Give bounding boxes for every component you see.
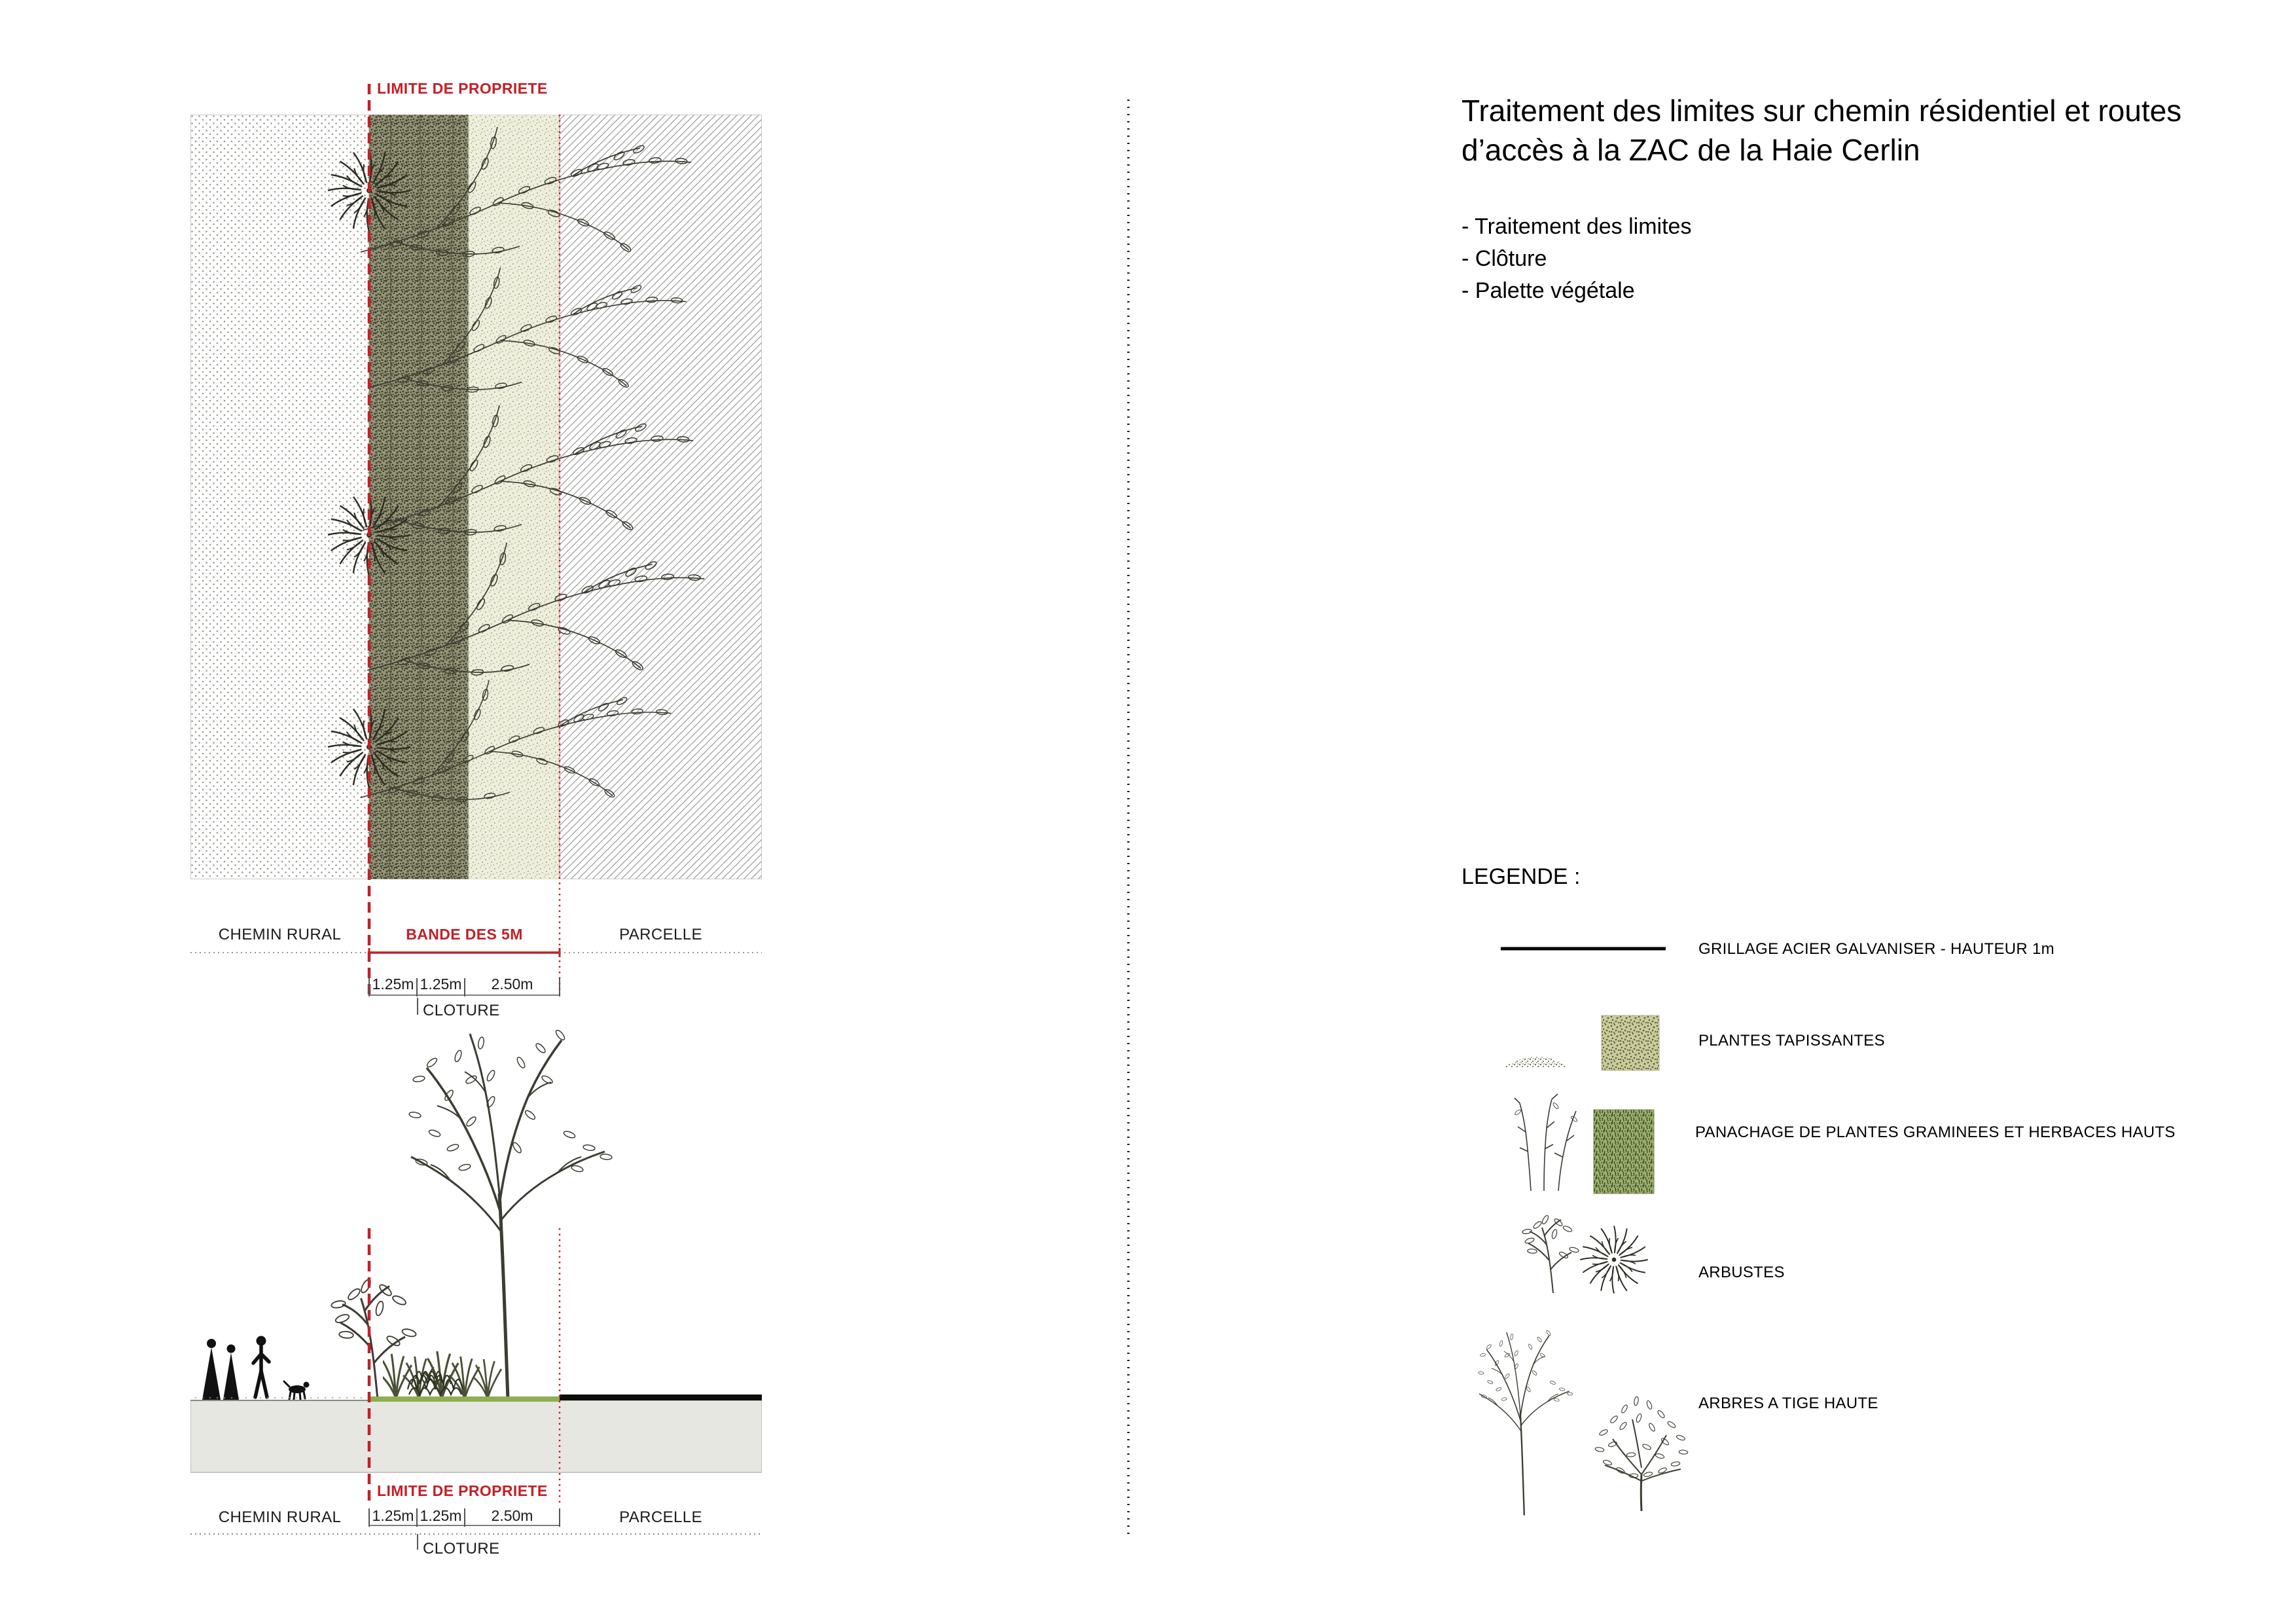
- plan-zone-baseline: [190, 948, 762, 957]
- legend-graminees-plant-icon: [1510, 1090, 1581, 1194]
- legend-graminees-swatch-icon: [1593, 1109, 1655, 1194]
- section-people-drawing: [202, 1336, 310, 1400]
- plan-bande-label: BANDE DES 5M: [406, 926, 523, 943]
- plan-dim-3: 2.50m: [491, 976, 533, 993]
- section-dim-3: 2.50m: [491, 1507, 533, 1524]
- plan-dim-1: 1.25m: [372, 976, 414, 993]
- planted-band-surface: [369, 1396, 560, 1402]
- legend-label-arbustes: ARBUSTES: [1698, 1264, 1785, 1281]
- section-dimension-ticks: [368, 1508, 560, 1527]
- plan-band-dotted-line: [558, 115, 561, 993]
- section-grasses-drawing: [383, 1350, 503, 1400]
- section-baseline-dotted: [190, 1533, 762, 1535]
- plan-limite-dashed-line: [367, 84, 371, 995]
- grass-scribble: [406, 1370, 464, 1396]
- path-surface-texture: [190, 1396, 369, 1401]
- section-dim-1: 1.25m: [372, 1507, 414, 1524]
- legend-bushy-tree-icon: [1584, 1387, 1700, 1512]
- legend-tapissantes-mound-icon: [1504, 1057, 1570, 1067]
- plan-chemin-rural-label: CHEMIN RURAL: [218, 926, 342, 943]
- plan-limite-label: LIMITE DE PROPRIETE: [377, 80, 548, 97]
- pedestrian-silhouettes: [202, 1336, 266, 1400]
- plan-cloture-label: CLOTURE: [423, 1002, 500, 1019]
- legend-tall-tree-icon: [1471, 1324, 1581, 1518]
- plan-chemin-rural-texture: [190, 115, 370, 879]
- section-parcelle-label: PARCELLE: [619, 1508, 702, 1526]
- plan-parcelle-label: PARCELLE: [619, 926, 702, 943]
- parcelle-surface-line: [560, 1395, 762, 1400]
- section-dim-2: 1.25m: [420, 1507, 462, 1524]
- section-cloture-label: CLOTURE: [423, 1540, 500, 1558]
- section-chemin-rural-label: CHEMIN RURAL: [218, 1508, 342, 1526]
- legend-label-grillage: GRILLAGE ACIER GALVANISER - HAUTEUR 1m: [1698, 940, 2054, 958]
- plan-light-planting-strip: [468, 115, 560, 879]
- page-title: Traitement des limites sur chemin réside…: [1462, 94, 2182, 167]
- section-limite-label: LIMITE DE PROPRIETE: [377, 1482, 548, 1499]
- legend-label-panachage: PANACHAGE DE PLANTES GRAMINEES ET HERBAC…: [1695, 1123, 2176, 1141]
- summary-item: - Palette végétale: [1462, 278, 1635, 303]
- section-limite-dashed-line: [367, 1228, 371, 1504]
- legend-label-tapissantes: PLANTES TAPISSANTES: [1698, 1032, 1885, 1049]
- legend-title: LEGENDE :: [1462, 864, 1581, 889]
- dog-silhouette: [289, 1381, 310, 1393]
- summary-item: - Traitement des limites: [1462, 214, 1692, 239]
- plan-dim-2: 1.25m: [420, 976, 462, 993]
- section-cloture-tick: [417, 1534, 418, 1550]
- section-band-dotted-line: [558, 1228, 561, 1504]
- section-ground-drawing: [190, 1395, 762, 1473]
- plan-cloture-tick: [417, 998, 418, 1015]
- summary-item: - Clôture: [1462, 246, 1547, 271]
- plan-parcelle-hatch: [559, 115, 762, 879]
- legend-arbuste-tree-icon: [1522, 1214, 1581, 1293]
- legend-fence-line-icon: [1501, 947, 1666, 951]
- summary-list: - Traitement des limites - Clôture - Pal…: [1462, 211, 1691, 307]
- legend-arbuste-plan-symbol-icon: [1577, 1223, 1651, 1296]
- plan-dimension-ticks: [368, 978, 560, 996]
- vertical-divider-dotted: [1127, 100, 1130, 1540]
- plan-view-drawing: [190, 115, 762, 879]
- legend-tapissantes-swatch-icon: [1601, 1015, 1660, 1071]
- legend-label-arbres: ARBRES A TIGE HAUTE: [1698, 1395, 1878, 1412]
